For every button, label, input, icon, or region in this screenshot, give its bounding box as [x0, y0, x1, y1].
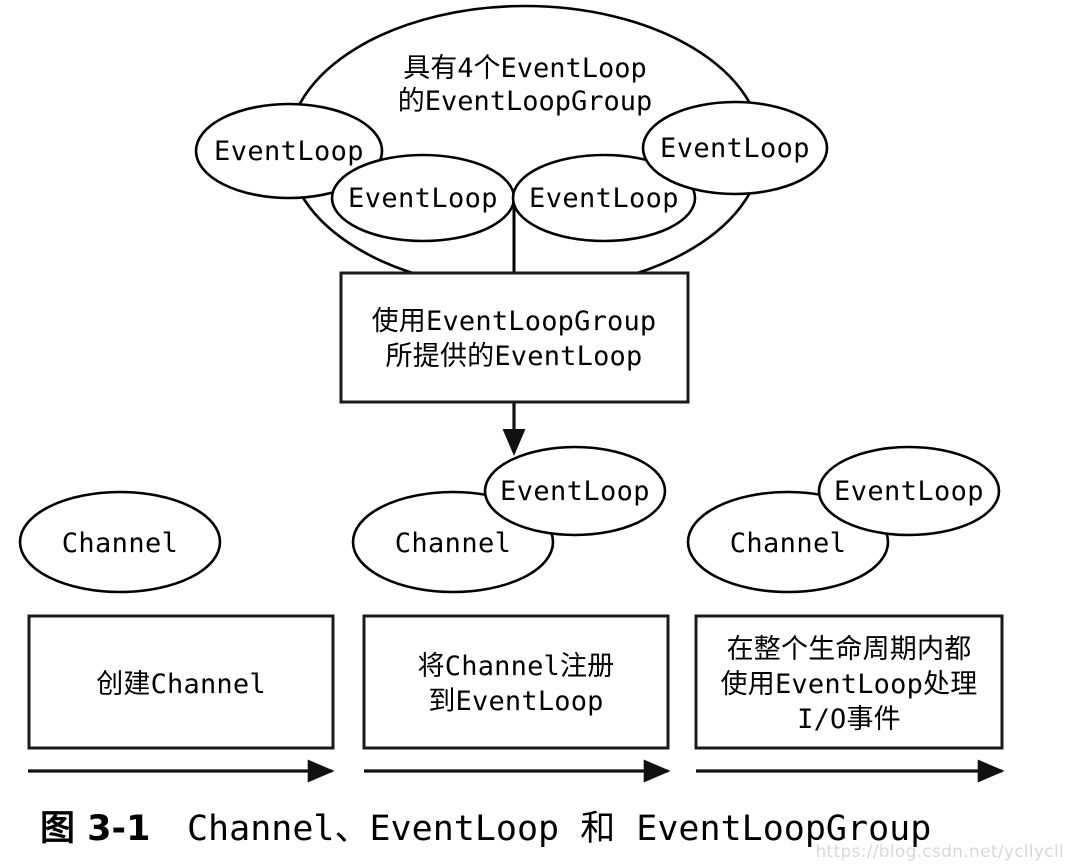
column-3-box: [694, 614, 1004, 750]
column-3-eventloop-ellipse: [817, 445, 1001, 537]
column-2-channel-label: Channel: [395, 528, 512, 559]
eventloop-label-3: EventLoop: [529, 183, 679, 214]
eventloop-label-1: EventLoop: [214, 136, 364, 167]
caption-layer: 图 3-1 Channel、EventLoop 和 EventLoopGroup…: [0, 800, 1070, 868]
middle-box-line1: 使用EventLoopGroup: [372, 306, 657, 337]
eventloopgroup-label-line1: 具有4个EventLoop: [403, 53, 647, 84]
figure-caption: 图 3-1 Channel、EventLoop 和 EventLoopGroup: [40, 800, 931, 851]
middle-box-line2: 所提供的EventLoop: [386, 341, 643, 372]
column-3-eventloop-label: EventLoop: [834, 476, 984, 507]
column-3-box-line1: 在整个生命周期内都: [727, 634, 972, 665]
watermark: https://blog.csdn.net/ycllycll: [815, 842, 1064, 862]
caption-gap: [150, 809, 187, 849]
column-3-box-line3: I/O事件: [797, 704, 901, 735]
eventloop-ellipse-1: [194, 102, 384, 200]
column-1-channel-ellipse: [18, 490, 222, 594]
column-1-box-line1: 创建Channel: [96, 669, 266, 700]
column-2-box: [362, 614, 670, 750]
eventloopgroup-label-line2: 的EventLoopGroup: [398, 86, 653, 117]
column-2-box-line1: 将Channel注册: [418, 651, 615, 682]
eventloop-label-4: EventLoop: [660, 133, 810, 164]
column-1-box: [27, 614, 335, 750]
column-2-eventloop-ellipse: [483, 445, 667, 537]
eventloop-label-2: EventLoop: [348, 183, 498, 214]
column-2-eventloop-label: EventLoop: [500, 476, 650, 507]
figure-caption-text: Channel、EventLoop 和 EventLoopGroup: [186, 809, 932, 849]
column-2-box-line2: 到EventLoop: [428, 686, 603, 717]
column-3-channel-label: Channel: [730, 528, 847, 559]
column-1-channel-label: Channel: [62, 528, 179, 559]
figure-caption-number: 图 3-1: [40, 809, 151, 849]
eventloop-ellipse-4: [641, 100, 829, 196]
eventloop-ellipse-3: [511, 153, 697, 243]
middle-box: [339, 271, 690, 404]
column-3-box-line2: 使用EventLoop处理: [721, 669, 978, 700]
